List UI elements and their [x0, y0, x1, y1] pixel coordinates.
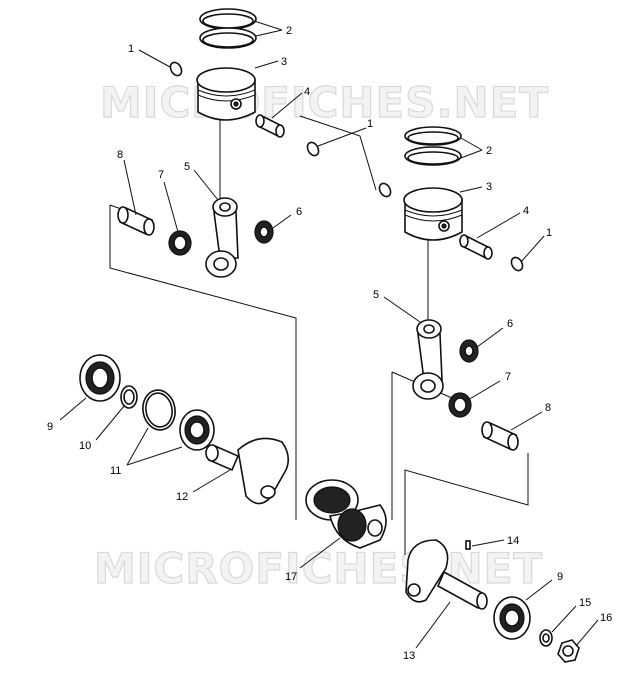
callout-1: 1: [128, 43, 134, 55]
piston-rings-right: [404, 126, 462, 166]
leader-lines: [59, 20, 599, 649]
callout-2: 2: [286, 25, 292, 37]
callout-17: 17: [285, 571, 297, 583]
callout-4: 4: [304, 86, 310, 98]
piston-right: [403, 187, 463, 241]
needle-bearing-big-end-left: [168, 230, 192, 256]
callout-3: 3: [486, 181, 492, 193]
callout-4: 4: [523, 205, 529, 217]
callout-13: 13: [403, 650, 415, 662]
callout-labels: 1 2 3 4 1 2 3 4 1 8 7 5 6 5 6 7 8 9 10 1…: [47, 25, 612, 662]
ball-bearing-left: [79, 354, 121, 402]
callout-16: 16: [600, 612, 612, 624]
callout-5: 5: [184, 161, 190, 173]
needle-bearing-small-end-left: [254, 220, 274, 244]
crank-pin-right: [481, 421, 519, 451]
needle-bearing-small-end-right: [459, 339, 479, 363]
shim-washer-left: [120, 385, 138, 409]
circlip-left: [169, 61, 183, 77]
piston-left: [196, 67, 256, 121]
piston-rings-left: [199, 8, 257, 49]
callout-7: 7: [505, 371, 511, 383]
callout-11: 11: [110, 465, 121, 477]
callout-3: 3: [281, 56, 287, 68]
seal-ring-left: [142, 389, 176, 431]
callout-6: 6: [296, 206, 302, 218]
crankshaft-center-assembly: [305, 479, 387, 549]
callout-8: 8: [545, 402, 551, 414]
oil-seal-left: [179, 409, 215, 451]
needle-bearing-big-end-right: [448, 392, 472, 418]
piston-pin-left: [255, 114, 285, 138]
circlip-right: [510, 256, 524, 272]
connecting-rod-left: [205, 197, 239, 278]
woodruff-key: [465, 540, 471, 550]
circlip-right-top: [378, 182, 392, 198]
callout-9: 9: [47, 421, 53, 433]
callout-9: 9: [557, 571, 563, 583]
callout-1: 1: [367, 118, 373, 130]
callout-10: 10: [79, 440, 91, 452]
callout-14: 14: [507, 535, 519, 547]
piston-pin-right: [459, 234, 493, 260]
ball-bearing-right: [493, 596, 531, 640]
crank-pin-left: [117, 206, 155, 236]
callout-2: 2: [486, 145, 492, 157]
callout-5: 5: [373, 289, 379, 301]
callout-7: 7: [158, 169, 164, 181]
callout-6: 6: [507, 318, 513, 330]
nut: [557, 639, 580, 663]
washer: [539, 629, 553, 647]
watermark-top: MICROFICHES.NET: [100, 78, 549, 127]
watermark-bottom: MICROFICHES.NET: [94, 544, 543, 593]
crankshaft-right-half: [405, 539, 488, 610]
callout-8: 8: [117, 149, 123, 161]
callout-1: 1: [546, 227, 552, 239]
connecting-rod-right: [412, 319, 444, 400]
callout-12: 12: [176, 491, 188, 503]
circlip-center: [306, 141, 320, 157]
crankshaft-left-half: [205, 437, 290, 505]
callout-15: 15: [579, 597, 591, 609]
